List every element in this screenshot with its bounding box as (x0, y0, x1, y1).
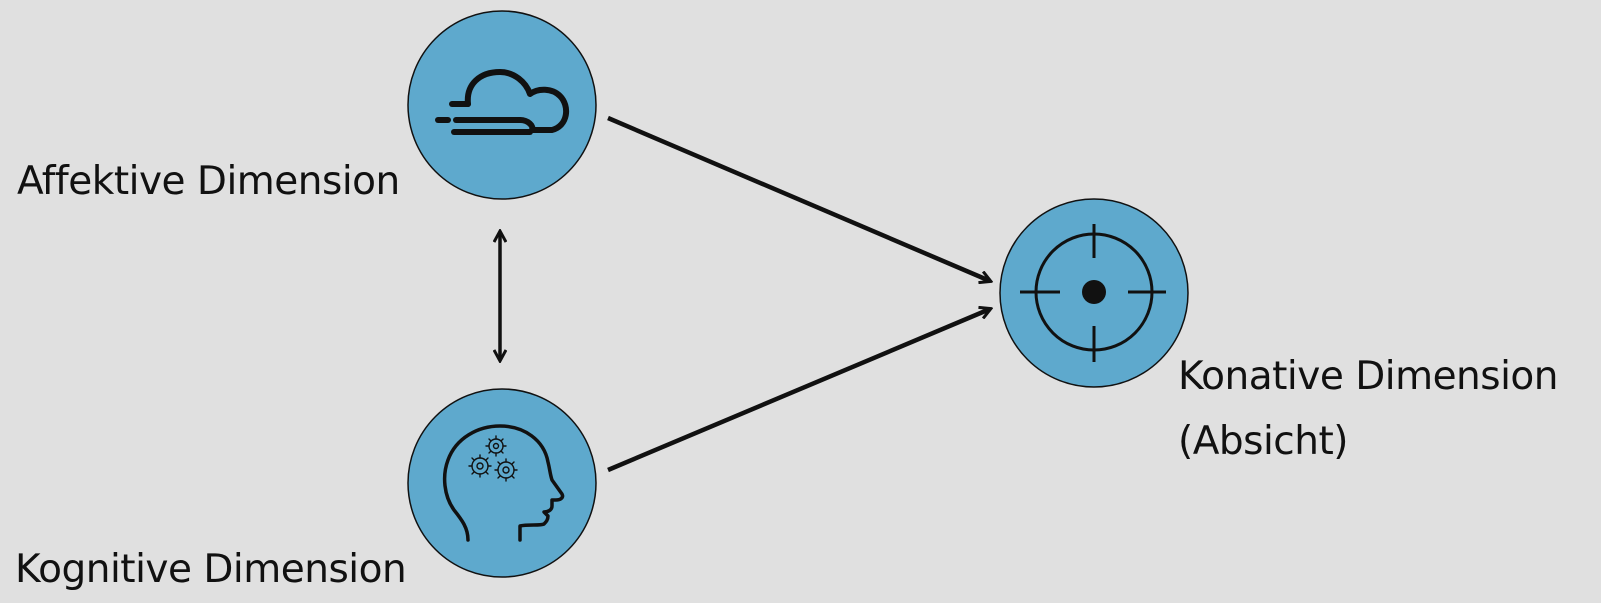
edge-affective-to-conative (607, 115, 990, 281)
node-cognitive-circle (407, 388, 597, 578)
node-affective-label: Affektive Dimension (17, 159, 400, 204)
node-affective (407, 10, 597, 200)
node-cognitive-label: Kognitive Dimension (15, 547, 407, 592)
node-cognitive (407, 388, 597, 578)
node-affective-circle (407, 10, 597, 200)
node-conative-label: Konative Dimension (1178, 354, 1559, 399)
node-conative-sublabel: (Absicht) (1178, 419, 1348, 464)
target-icon (1020, 224, 1166, 362)
head-gears-icon (442, 424, 565, 542)
node-conative (999, 198, 1189, 388)
cloud-icon (435, 69, 570, 135)
edge-cognitive-to-conative (607, 309, 990, 473)
